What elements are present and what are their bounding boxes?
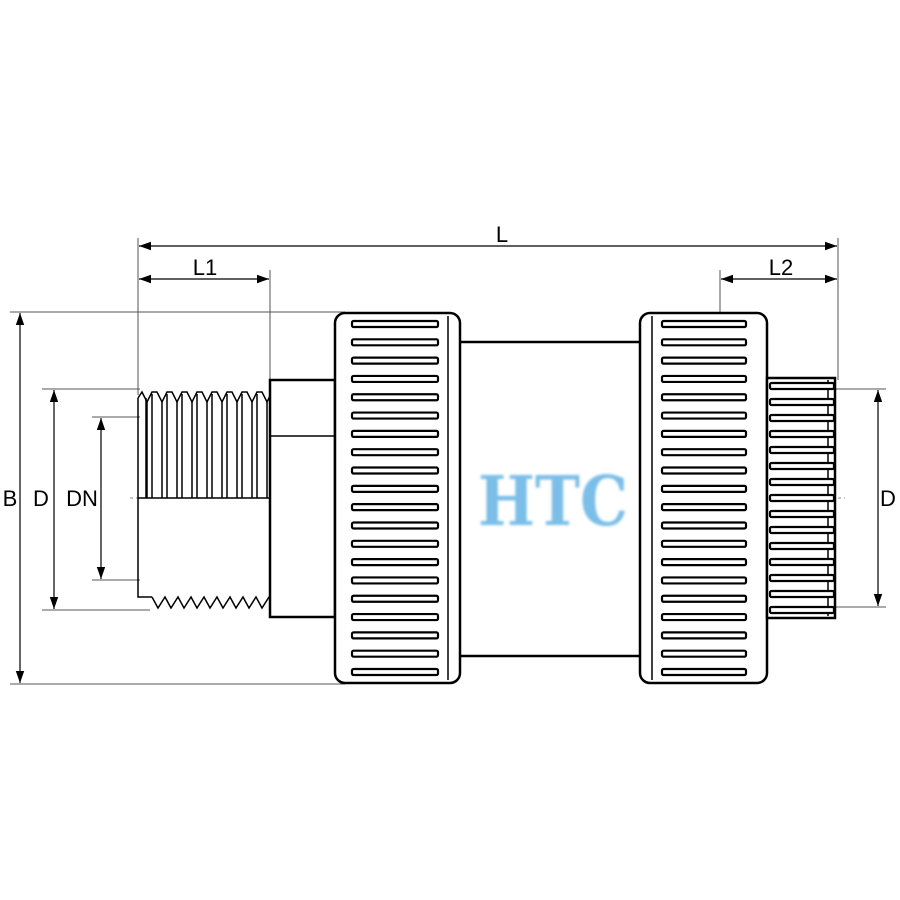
- nut-rib: [768, 589, 836, 599]
- nut-rib: [350, 411, 440, 420]
- ribs-left: [350, 319, 440, 677]
- nut-rib: [768, 397, 836, 407]
- ribs-end: [768, 381, 836, 615]
- nut-rib: [350, 594, 440, 603]
- label-D-right: D: [880, 486, 896, 511]
- nut-rib: [660, 374, 748, 384]
- nut-rib: [660, 521, 748, 530]
- nut-rib: [660, 631, 748, 640]
- nut-rib: [350, 558, 440, 567]
- label-D-left: D: [33, 486, 49, 511]
- dimension-B: B: [3, 313, 25, 683]
- nut-rib: [350, 539, 440, 548]
- label-B: B: [3, 486, 18, 511]
- dimension-L1: L1: [139, 255, 269, 284]
- nut-rib: [350, 484, 440, 493]
- dimension-D-left: D: [33, 390, 59, 609]
- watermark-text: HTC: [478, 462, 628, 542]
- union-nut-right: [638, 311, 769, 685]
- nut-rib: [660, 319, 748, 329]
- dimension-L2: L2: [721, 255, 837, 284]
- label-L: L: [496, 222, 508, 247]
- nut-rib: [768, 557, 836, 567]
- label-DN: DN: [66, 486, 98, 511]
- nut-rib: [768, 541, 836, 551]
- nut-rib: [350, 576, 440, 585]
- nut-rib: [660, 411, 748, 420]
- thread-top: [137, 390, 274, 498]
- nut-rib: [660, 338, 748, 347]
- thread-profile-bottom: [151, 595, 270, 610]
- nut-rib: [350, 667, 440, 677]
- nut-rib: [350, 503, 440, 512]
- nut-rib: [350, 429, 440, 438]
- extension-lines: [10, 238, 886, 685]
- nut-rib: [350, 448, 440, 457]
- threaded-spigot: [137, 390, 274, 610]
- label-L1: L1: [193, 255, 217, 280]
- thread-bottom: [151, 595, 270, 610]
- nut-rib: [350, 466, 440, 475]
- nut-rib: [660, 503, 748, 512]
- nut-rib: [660, 649, 748, 658]
- nut-rib: [660, 594, 748, 603]
- nut-rib: [660, 576, 748, 585]
- nut-rib: [768, 381, 836, 391]
- dimension-L: L: [139, 222, 837, 251]
- nut-rib: [660, 356, 748, 365]
- nut-rib: [350, 374, 440, 384]
- nut-rib: [768, 461, 836, 471]
- nut-rib: [768, 477, 836, 487]
- nut-rib: [350, 612, 440, 622]
- nut-rib: [660, 484, 748, 493]
- nut-rib: [350, 631, 440, 640]
- nut-rib: [768, 493, 836, 503]
- dimension-DN: DN: [66, 418, 106, 579]
- nut-rib: [660, 667, 748, 677]
- label-L2: L2: [769, 255, 793, 280]
- nut-rib: [660, 612, 748, 622]
- ribs-right: [660, 319, 748, 677]
- nut-rib: [350, 356, 440, 365]
- nut-rib: [660, 429, 748, 438]
- nut-rib: [768, 429, 836, 439]
- htc-watermark: HTC: [478, 462, 628, 542]
- nut-rib: [660, 393, 748, 402]
- nut-rib: [660, 448, 748, 457]
- nut-rib: [768, 525, 836, 535]
- nut-rib: [350, 521, 440, 530]
- nut-rib: [768, 605, 836, 615]
- nut-rib: [768, 573, 836, 583]
- valve-body: [453, 340, 647, 658]
- nut-rib: [660, 466, 748, 475]
- nut-rib: [350, 649, 440, 658]
- nut-rib: [768, 413, 836, 423]
- nut-rib: [350, 393, 440, 402]
- nut-rib: [768, 509, 836, 519]
- dimension-D-right: D: [873, 390, 896, 606]
- thread-profile-top: [137, 390, 274, 404]
- socket-body: [268, 378, 337, 619]
- nut-rib: [350, 338, 440, 347]
- nut-rib: [660, 539, 748, 548]
- nut-rib: [660, 558, 748, 567]
- nut-rib: [768, 445, 836, 455]
- nut-rib: [350, 319, 440, 329]
- end-connector: [765, 376, 837, 620]
- union-nut-left: [333, 311, 462, 685]
